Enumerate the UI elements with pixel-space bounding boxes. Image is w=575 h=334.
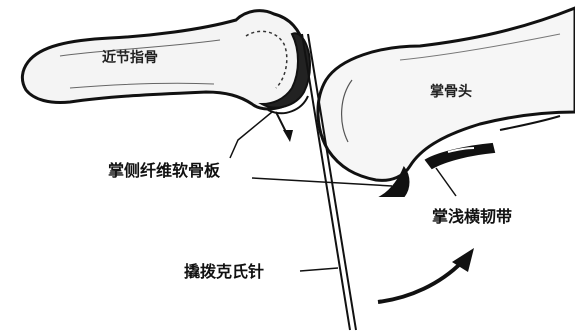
ligament-label: 掌浅横韧带 [432, 207, 512, 226]
volar-plate-label: 掌侧纤维软骨板 [108, 161, 221, 180]
proximal-phalanx-label: 近节指骨 [102, 49, 158, 66]
metacarpal-head-label: 掌骨头 [430, 83, 472, 100]
proximal-phalanx [22, 11, 306, 109]
rotation-arrow [378, 248, 474, 302]
ligament-band [426, 144, 494, 168]
kirschner-wire-label: 撬拨克氏针 [184, 262, 264, 281]
volar-plate-arrow [276, 112, 293, 142]
